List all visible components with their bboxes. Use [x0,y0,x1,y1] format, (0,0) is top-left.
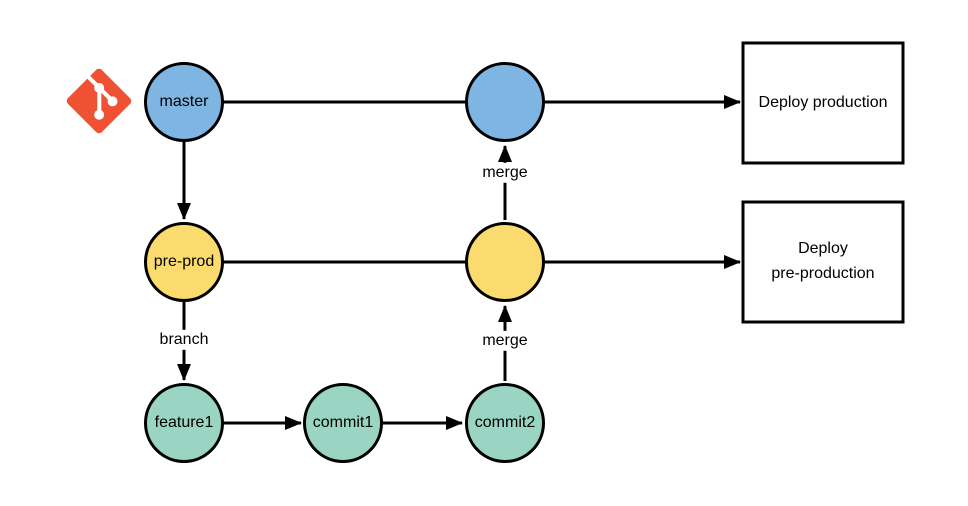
git-logo-icon [66,68,132,134]
node-commit1 [303,383,383,463]
git-logo-path [66,68,132,134]
node-master-merge-commit [465,62,545,142]
node-master [144,62,224,142]
box-deploy-production [741,41,905,165]
node-commit2 [465,383,545,463]
node-pre-prod [144,222,224,302]
node-feature1 [144,383,224,463]
box-deploy-preproduction [741,200,905,324]
node-pre-prod-merge-commit [465,222,545,302]
